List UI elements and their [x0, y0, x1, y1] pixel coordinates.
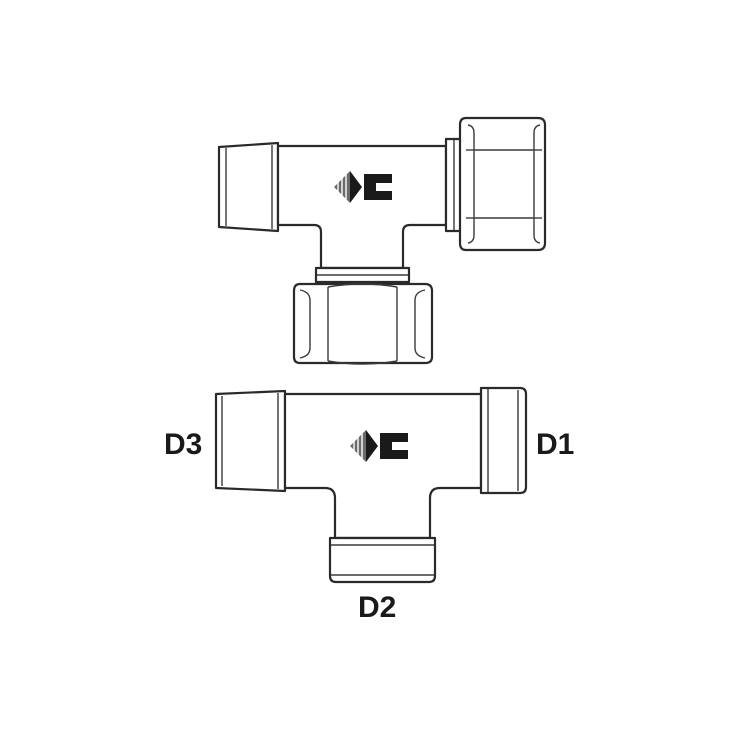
left-threaded-end-d3 [214, 389, 287, 493]
bottom-hex-nut [292, 282, 434, 365]
bottom-collar [314, 266, 411, 284]
tee-body [276, 144, 448, 270]
label-d3: D3 [164, 428, 202, 461]
brand-logo-icon [334, 171, 392, 203]
bottom-end-d2 [328, 536, 437, 584]
tee-fitting-assembled [217, 116, 547, 365]
left-threaded-end [217, 141, 280, 233]
label-d1: D1 [536, 428, 574, 461]
tee-fitting-dimensioned: D3 D1 D2 [164, 386, 574, 624]
right-end-d1 [479, 386, 528, 495]
brand-logo-icon [350, 430, 408, 462]
right-hex-nut [458, 116, 547, 252]
tee-body-plain [283, 392, 483, 540]
label-d2: D2 [358, 591, 396, 624]
